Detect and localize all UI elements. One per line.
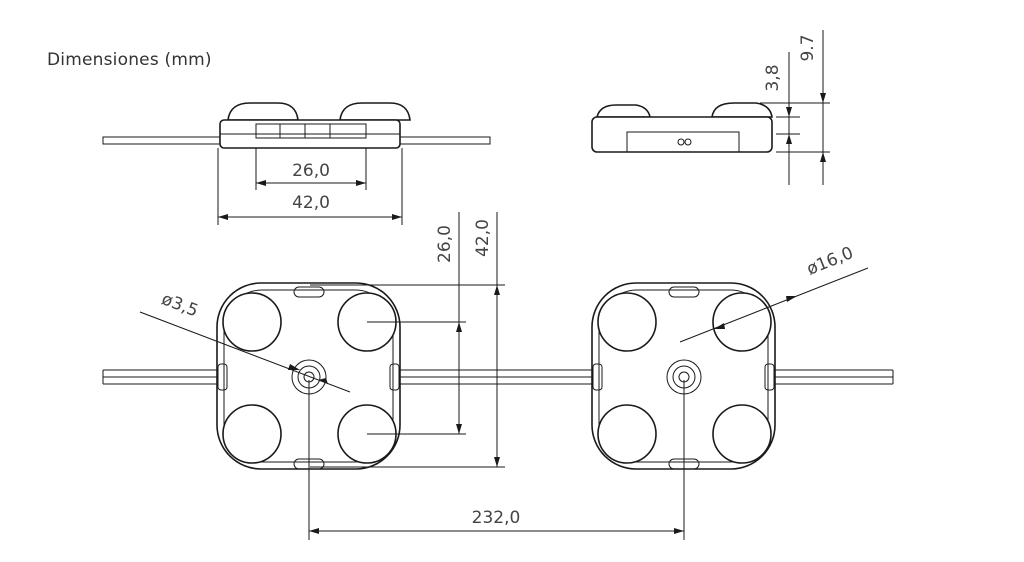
dim-label-inner-side: 26,0 bbox=[435, 225, 455, 263]
side-cable-right bbox=[397, 136, 491, 145]
side-led-dome-left bbox=[227, 102, 299, 121]
dim-label-hole-diameter: ø3,5 bbox=[159, 289, 201, 321]
side-pcb bbox=[255, 123, 367, 139]
top-view-cables bbox=[102, 369, 894, 385]
module-right-lens-tl bbox=[597, 292, 657, 352]
module-right-lens-tr bbox=[712, 292, 772, 352]
dim-label-inner-width: 26,0 bbox=[292, 161, 330, 181]
leader-lens-diameter bbox=[679, 267, 869, 343]
dim-label-outer-width: 42,0 bbox=[292, 193, 330, 213]
module-right-lens-br bbox=[712, 404, 772, 464]
module-left-lens-tl bbox=[222, 292, 282, 352]
side-view-profile: 3,8 9.7 bbox=[591, 30, 830, 185]
side-view-front: 26,0 42,0 bbox=[102, 102, 491, 225]
leader-hole-diameter bbox=[139, 311, 351, 393]
module-right-lens-bl bbox=[597, 404, 657, 464]
module-left-lens-bl bbox=[222, 404, 282, 464]
diagram-title: Dimensiones (mm) bbox=[47, 50, 212, 70]
led-module-right bbox=[591, 282, 776, 470]
dim-label-pitch: 232,0 bbox=[472, 508, 521, 528]
dim-label-total-height: 9.7 bbox=[798, 34, 818, 61]
dim-label-outer-side: 42,0 bbox=[473, 219, 493, 257]
side-cable-left bbox=[102, 136, 221, 145]
dim-label-lens-diameter: ø16,0 bbox=[804, 243, 856, 280]
side-led-dome-right bbox=[339, 102, 411, 121]
profile-body bbox=[591, 116, 773, 153]
dim-label-led-height: 3,8 bbox=[763, 64, 783, 91]
